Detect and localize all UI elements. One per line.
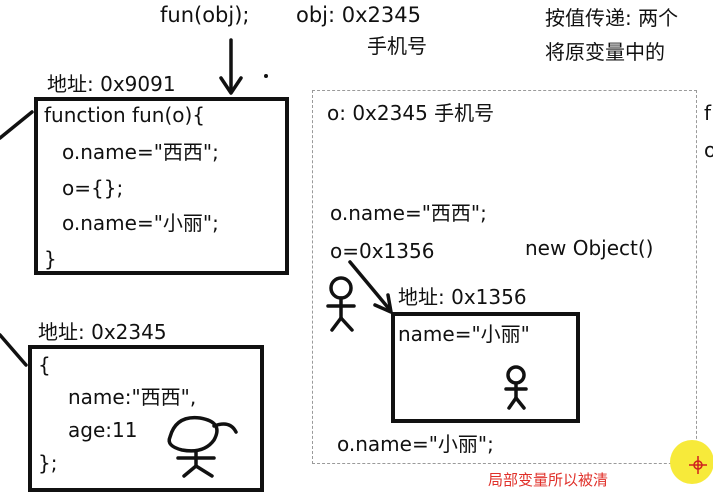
code-line: o.name="西西"; [62, 140, 219, 164]
explanation-line-2: 将原变量中的 [545, 40, 665, 64]
object-line: { [38, 353, 51, 377]
code-line: function fun(o){ [44, 103, 206, 127]
reference-arrow-shaft [348, 260, 392, 312]
edge-char: f [704, 101, 712, 125]
reference-arrow-head [373, 293, 393, 314]
function-scope [312, 90, 697, 464]
edge-stroke [0, 333, 28, 367]
explanation-line-1: 按值传递: 两个 [545, 6, 679, 30]
param-reference: o: 0x2345 手机号 [327, 101, 495, 125]
crosshair-icon [689, 456, 707, 474]
object-line: age:11 [68, 418, 138, 442]
obj-address-label: 地址: 0x2345 [38, 320, 167, 344]
statement-3: o.name="小丽"; [337, 432, 494, 456]
new-object-content: name="小丽" [398, 322, 530, 346]
obj-note: 手机号 [367, 34, 427, 58]
new-address-label: 地址: 0x1356 [398, 285, 527, 309]
edge-stroke [0, 110, 34, 140]
cleanup-note: 局部变量所以被清 [488, 471, 609, 489]
call-arrow-head [219, 76, 243, 95]
object-box: { name:"西西", age:11 }; [28, 345, 264, 492]
person-doodle-left-scope [326, 276, 356, 332]
function-box: function fun(o){ o.name="西西"; o={}; o.na… [34, 97, 289, 275]
func-address-label: 地址: 0x9091 [47, 72, 176, 96]
new-object-box: name="小丽" [391, 312, 580, 423]
call-expression: fun(obj); [160, 3, 250, 27]
new-object-label: new Object() [525, 236, 654, 260]
statement-2: o=0x1356 [330, 239, 435, 263]
person-doodle-new-object [504, 365, 528, 410]
edge-char: o [704, 138, 713, 162]
obj-reference: obj: 0x2345 [296, 3, 421, 27]
person-doodle-object-box [167, 415, 238, 478]
object-line: }; [38, 451, 58, 475]
code-line: } [44, 247, 57, 271]
cursor-highlight [670, 440, 713, 484]
object-line: name:"西西", [68, 385, 197, 409]
statement-1: o.name="西西"; [330, 201, 487, 225]
code-line: o={}; [62, 176, 124, 200]
code-line: o.name="小丽"; [62, 211, 219, 235]
stray-dot [264, 74, 268, 78]
